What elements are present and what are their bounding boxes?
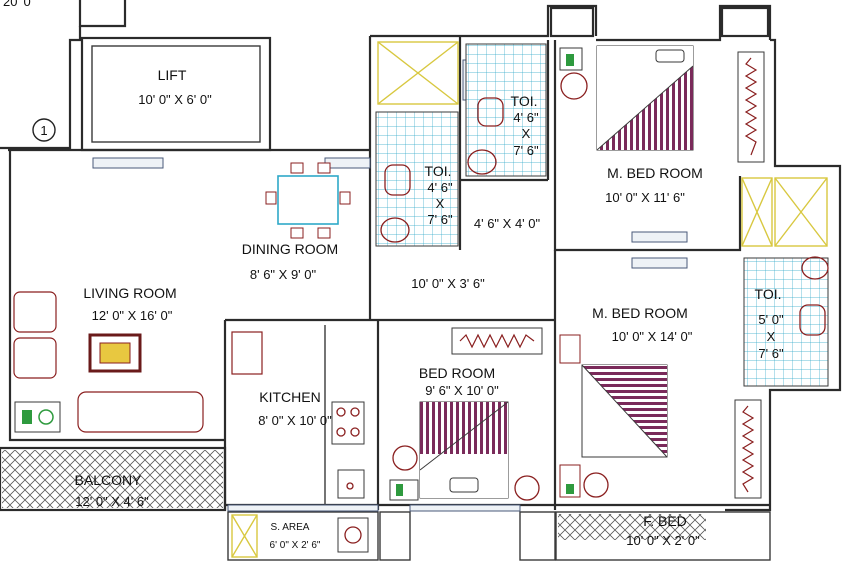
dining-name: DINING ROOM (242, 241, 338, 257)
toilet1-w: 4' 6" (427, 180, 453, 195)
lift (91, 45, 261, 143)
toilet2-name: TOI. (511, 93, 538, 109)
lift-name: LIFT (158, 67, 187, 83)
living-name: LIVING ROOM (83, 285, 176, 301)
mbed2-name: M. BED ROOM (592, 305, 688, 321)
balcony-hatch (2, 450, 223, 508)
fbed-hatch (558, 514, 706, 540)
master-bed-1 (559, 45, 765, 163)
windows (92, 59, 688, 512)
column-marker-label: 1 (40, 123, 47, 138)
living-furniture (13, 291, 204, 433)
toilet1-h: 7' 6" (427, 212, 453, 227)
top-fragment-label: 20' 0" (3, 0, 36, 9)
passage2-dim: 10' 0" X 3' 6" (411, 276, 485, 291)
living-dim: 12' 0" X 16' 0" (92, 308, 173, 323)
toilet3-name: TOI. (755, 286, 782, 302)
balcony-name: BALCONY (75, 472, 143, 488)
dining-dim: 8' 6" X 9' 0" (250, 267, 317, 282)
lift-dim: 10' 0" X 6' 0" (138, 92, 212, 107)
toilet2-h: 7' 6" (513, 143, 539, 158)
toilet3-w: 5' 0" (758, 312, 784, 327)
toilet3-h: 7' 6" (758, 346, 784, 361)
balcony-dim: 12' 0" X 4' 6" (75, 494, 149, 509)
column-marker: 1 (32, 118, 56, 142)
s-area-dim: 6' 0" X 2' 6" (270, 540, 321, 551)
toilet2-x: X (522, 126, 531, 141)
bed-name: BED ROOM (419, 365, 495, 381)
fbed-name: F. BED (643, 513, 687, 529)
duct-shafts (231, 41, 828, 558)
s-area-name: S. AREA (271, 522, 310, 533)
mbed2-dim: 10' 0" X 14' 0" (612, 329, 693, 344)
toilet1-x: X (436, 196, 445, 211)
master-bed-2 (559, 334, 762, 499)
toilet1-name: TOI. (425, 163, 452, 179)
mbed1-dim: 10' 0" X 11' 6" (605, 190, 685, 205)
toilet3-x: X (767, 329, 776, 344)
toilet-tiles (375, 43, 829, 387)
mbed1-name: M. BED ROOM (607, 165, 703, 181)
kitchen-dim: 8' 0" X 10' 0" (258, 413, 332, 428)
dining-table (265, 162, 351, 239)
toilet2-w: 4' 6" (513, 110, 539, 125)
kitchen-name: KITCHEN (259, 389, 320, 405)
bed-room-furniture (389, 327, 543, 501)
toilet-fixtures (380, 97, 829, 336)
passage1-dim: 4' 6" X 4' 0" (474, 216, 541, 231)
fbed-dim: 10' 0" X 2' 0" (626, 533, 700, 548)
bed-dim: 9' 6" X 10' 0" (425, 383, 499, 398)
kitchen-fixtures (231, 331, 369, 553)
